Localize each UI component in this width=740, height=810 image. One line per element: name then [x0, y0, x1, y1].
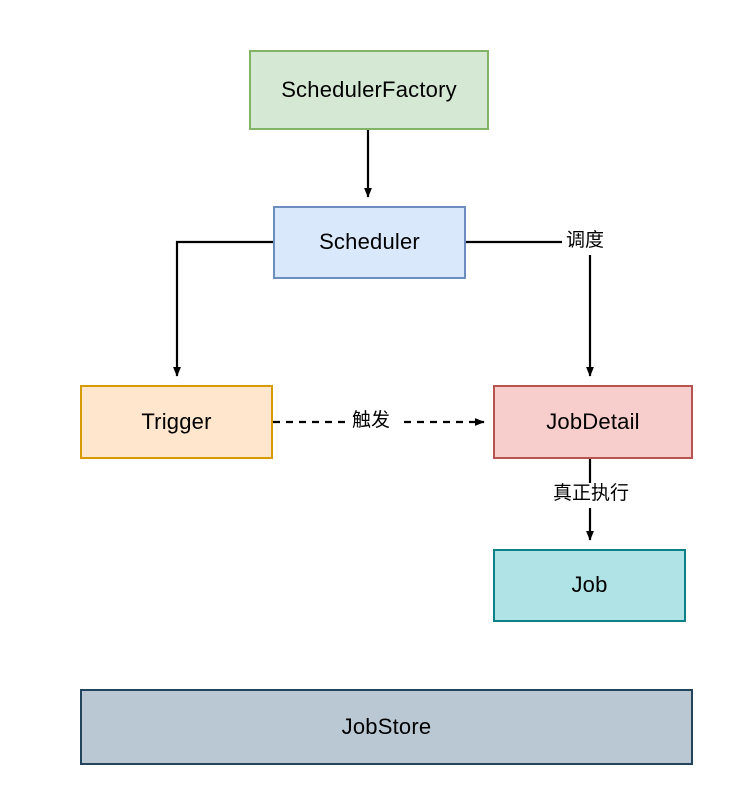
node-trigger[interactable]: Trigger — [80, 385, 273, 459]
node-scheduler-factory[interactable]: SchedulerFactory — [249, 50, 489, 130]
node-scheduler[interactable]: Scheduler — [273, 206, 466, 279]
node-label-job: Job — [571, 572, 608, 598]
node-job[interactable]: Job — [493, 549, 686, 622]
node-label-scheduler: Scheduler — [319, 229, 420, 255]
node-job-detail[interactable]: JobDetail — [493, 385, 693, 459]
node-label-job-detail: JobDetail — [546, 408, 640, 434]
edge-scheduler-to-trigger — [173, 240, 273, 377]
node-label-scheduler-factory: SchedulerFactory — [281, 76, 457, 102]
edge-label-fire: 触发 — [351, 410, 392, 431]
node-label-trigger: Trigger — [141, 408, 212, 434]
node-label-job-store: JobStore — [341, 713, 432, 739]
node-job-store[interactable]: JobStore — [80, 689, 693, 765]
edge-label-execute: 真正执行 — [552, 483, 631, 504]
edge-label-dispatch: 调度 — [565, 230, 606, 251]
